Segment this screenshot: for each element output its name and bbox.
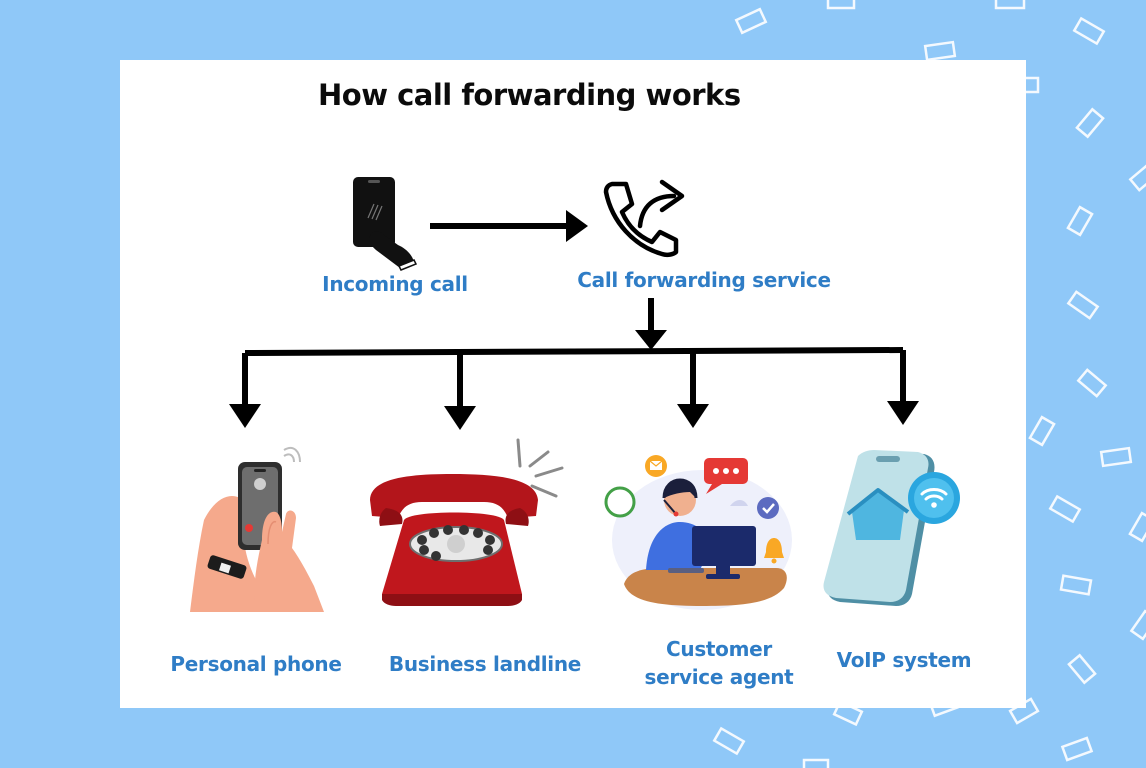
arrow-to-personal-phone	[229, 353, 261, 428]
business-landline-label: Business landline	[388, 652, 582, 676]
smartphone-tap-icon	[353, 177, 418, 271]
check-badge-icon	[757, 497, 779, 519]
incoming-call-label: Incoming call	[322, 272, 468, 296]
bell-icon	[764, 538, 784, 564]
arrow-to-customer-service-agent	[677, 351, 709, 428]
arrow-incoming-to-service	[430, 210, 588, 242]
arrow-to-voip-system	[887, 350, 919, 425]
mail-icon	[645, 455, 667, 477]
support-agent-icon	[604, 455, 792, 610]
branch-bar	[244, 347, 904, 356]
chat-bubble-icon	[704, 458, 748, 494]
personal-phone-label: Personal phone	[170, 652, 342, 676]
customer-service-agent-label-line2: service agent	[644, 665, 794, 689]
arrow-to-business-landline	[444, 352, 476, 430]
voip-system-label: VoIP system	[836, 648, 972, 672]
rotary-telephone-icon	[370, 438, 564, 606]
voip-phone-icon	[823, 450, 960, 606]
phone-forward-icon	[603, 179, 685, 258]
page-title: How call forwarding works	[318, 78, 741, 112]
customer-service-agent-label-line1: Customer	[666, 637, 772, 661]
arrow-service-down	[635, 298, 667, 350]
customer-service-agent-label: Customer service agent	[619, 635, 819, 691]
call-forwarding-service-label: Call forwarding service	[577, 268, 831, 292]
hand-holding-phone-icon	[190, 446, 324, 612]
flow-arrows	[229, 210, 919, 430]
